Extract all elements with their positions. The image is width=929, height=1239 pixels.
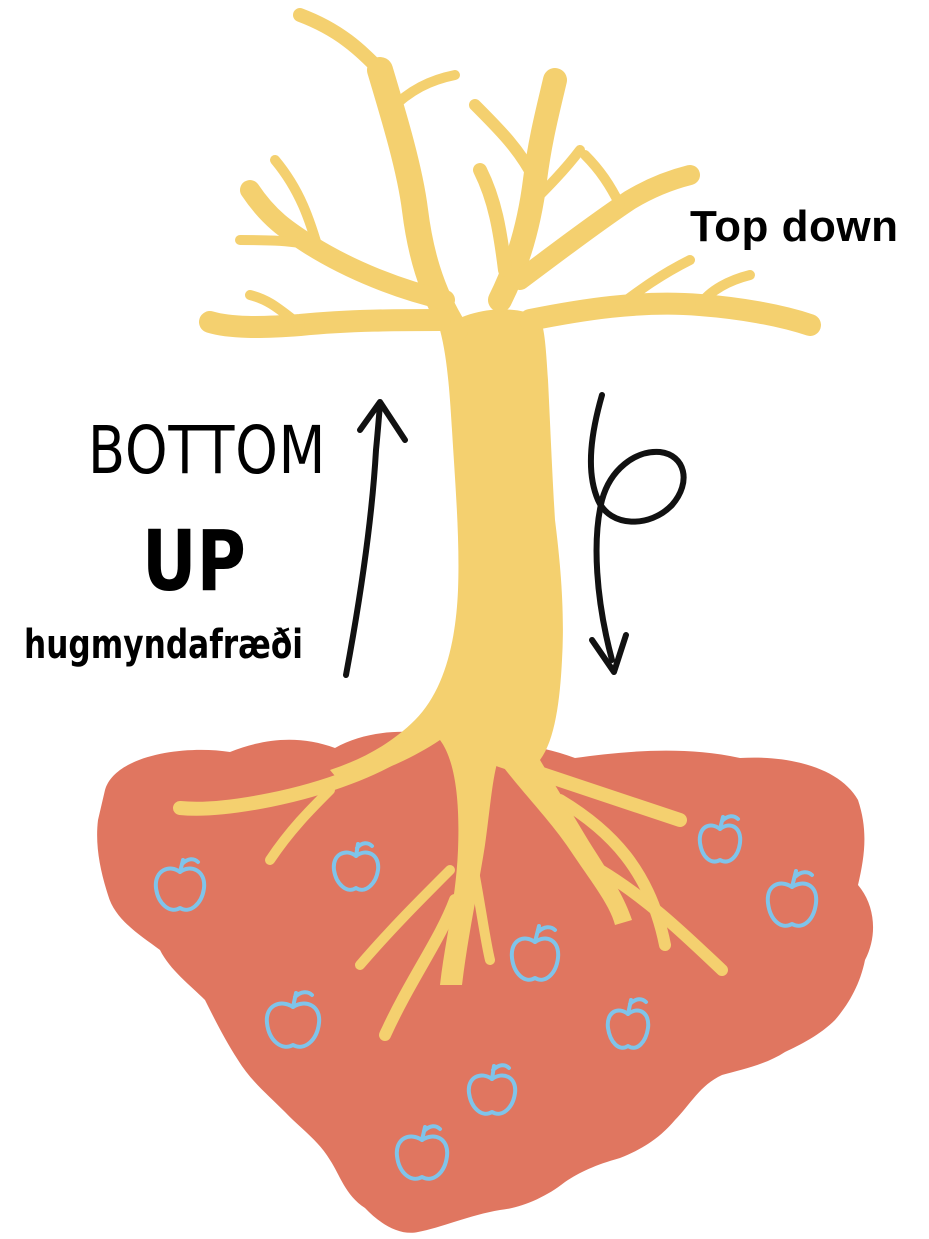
top-down-label: Top down	[690, 202, 898, 252]
up-label: UP	[142, 512, 246, 610]
bottom-label: BOTTOM	[88, 412, 326, 489]
subtitle-label: hugmyndafræði	[24, 622, 303, 668]
arrow-up-icon	[346, 402, 405, 675]
looped-arrow-down-icon	[591, 395, 684, 672]
